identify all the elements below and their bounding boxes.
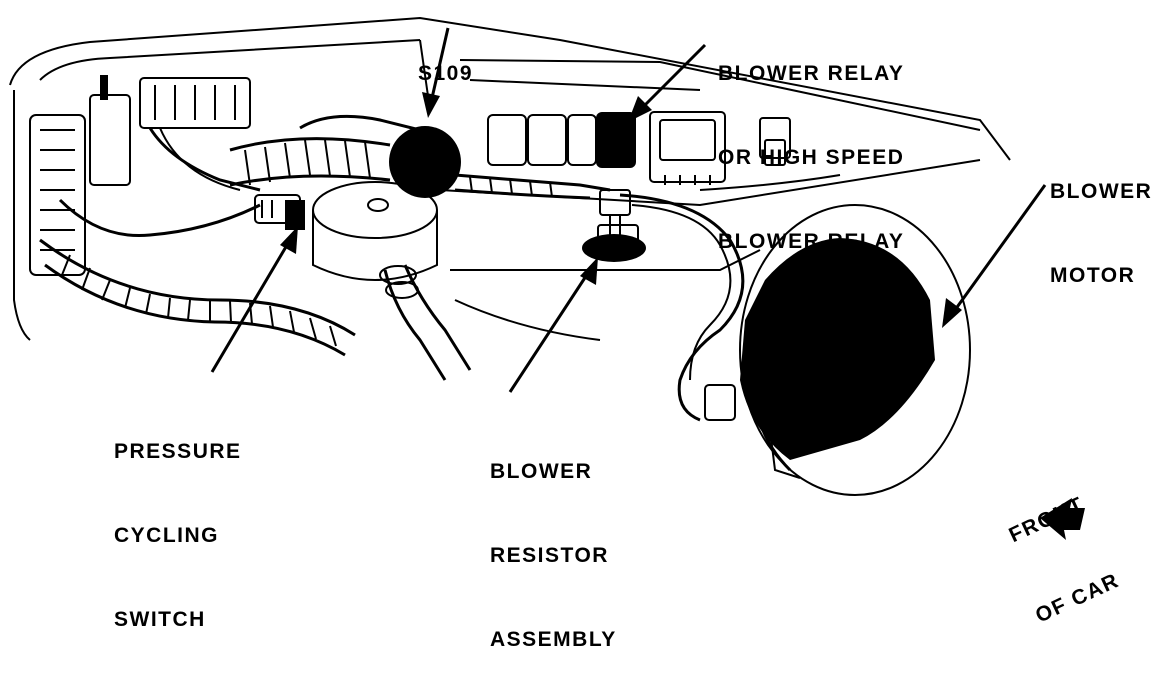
label-blower-relay: BLOWER RELAY OR HIGH SPEED BLOWER RELAY [718, 62, 905, 253]
accumulator-canister [312, 181, 472, 381]
leader-arrows [210, 27, 1047, 393]
label-pressure-cycling-switch: PRESSURE CYCLING SWITCH [114, 440, 242, 631]
splice-s109-marker [389, 126, 461, 198]
engine-compartment-diagram [9, 16, 1085, 540]
wiring-harness [229, 114, 745, 422]
relay-center [487, 111, 841, 191]
label-blower-motor: BLOWER MOTOR [1050, 180, 1153, 287]
corrugated-conduit [39, 198, 356, 357]
pressure-cycling-switch [254, 194, 305, 230]
blower-resistor-assembly [582, 189, 646, 262]
harness-connector [139, 77, 261, 192]
label-s109: S109 [418, 62, 474, 85]
front-direction-arrow [1040, 498, 1085, 540]
label-blower-resistor-assembly: BLOWER RESISTOR ASSEMBLY [490, 460, 617, 651]
blower-motor [704, 204, 971, 496]
